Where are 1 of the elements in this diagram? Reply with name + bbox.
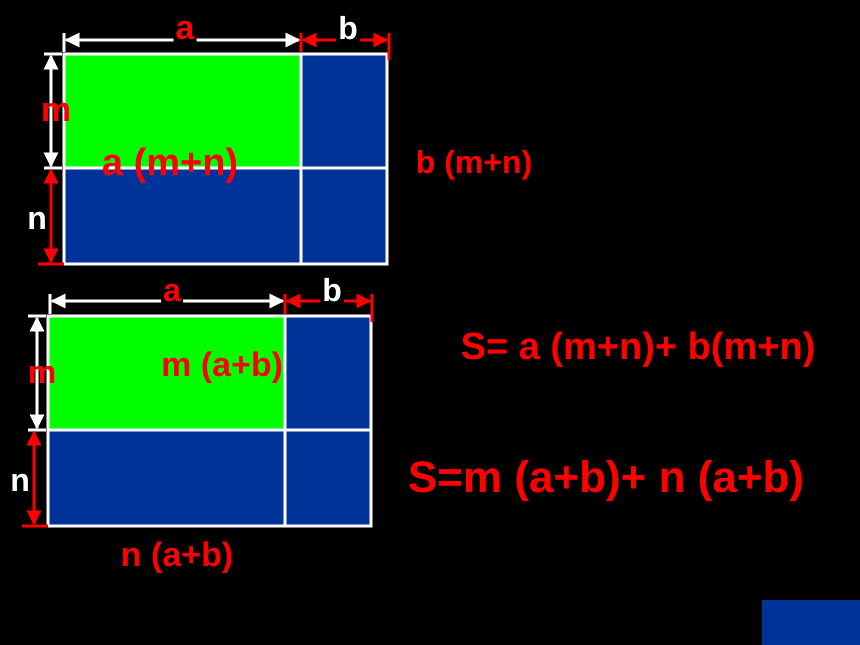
area-expression: m (a+b): [160, 348, 284, 382]
